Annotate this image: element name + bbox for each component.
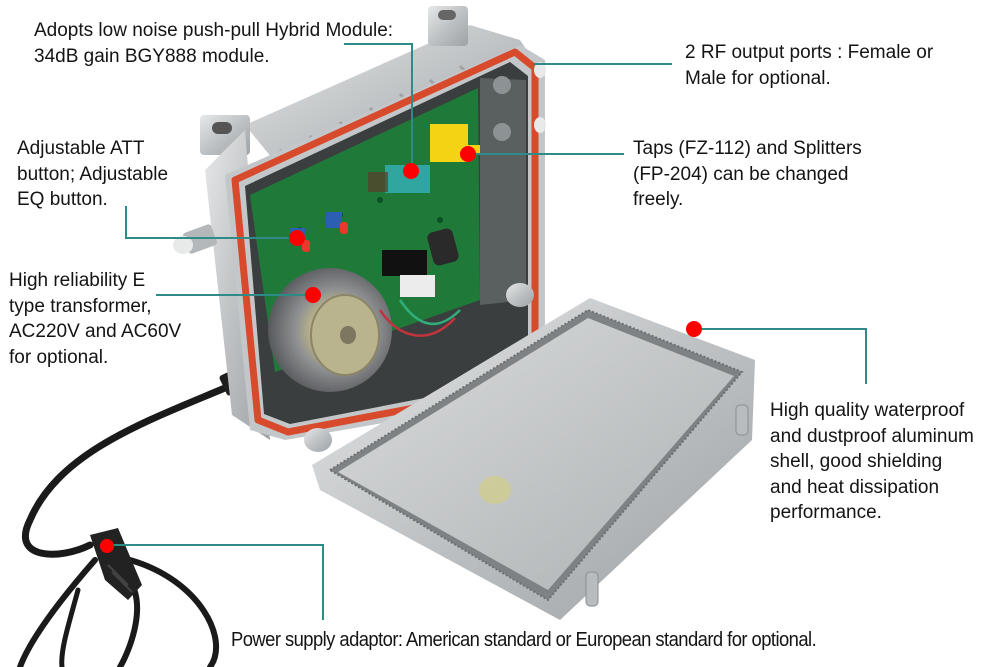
callout-rf-output: 2 RF output ports : Female or Male for o… xyxy=(685,42,934,89)
leader-hybrid-module xyxy=(344,43,413,170)
leader-power-adaptor xyxy=(112,544,324,620)
base-housing xyxy=(173,6,546,440)
marker-taps-splitters xyxy=(460,146,476,162)
toroidal-transformer-icon xyxy=(268,268,392,392)
leader-att-eq xyxy=(125,206,296,239)
leader-shell xyxy=(694,328,867,384)
marker-transformer xyxy=(305,287,321,303)
marker-dots xyxy=(100,146,702,553)
callout-transformer: High reliability E type transformer, AC2… xyxy=(9,270,182,368)
marker-hybrid-module xyxy=(403,163,419,179)
callout-power-adaptor: Power supply adaptor: American standard … xyxy=(231,629,817,651)
marker-power-adaptor xyxy=(100,539,114,553)
callout-taps-splitters: Taps (FZ-112) and Splitters (FP-204) can… xyxy=(633,138,862,210)
marker-att-eq xyxy=(289,230,305,246)
power-cord xyxy=(17,381,236,667)
callout-hybrid-module: Adopts low noise push-pull Hybrid Module… xyxy=(34,20,394,67)
callout-att-eq: Adjustable ATT button; Adjustable EQ but… xyxy=(17,138,169,210)
hinges xyxy=(304,283,534,452)
aluminum-shell-icon xyxy=(312,298,755,620)
callout-shell: High quality waterproof and dustproof al… xyxy=(770,400,974,523)
marker-shell xyxy=(686,321,702,337)
leader-lines xyxy=(112,43,867,620)
